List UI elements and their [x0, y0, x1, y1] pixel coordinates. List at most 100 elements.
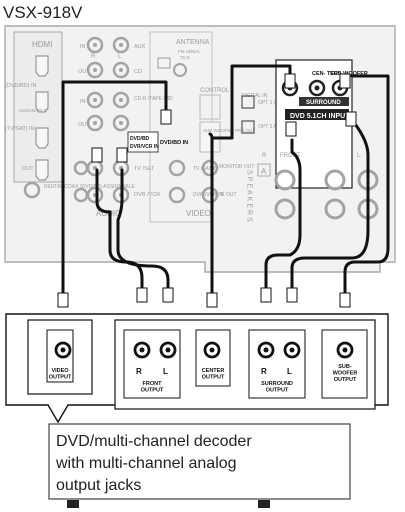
multi-in-title-bg	[285, 109, 349, 120]
output-label-line: WOOFER	[333, 371, 358, 377]
hdmi-port-icon	[35, 159, 49, 181]
speakers-label: SPEAKERS	[246, 170, 253, 224]
rca-plug-icon	[260, 287, 272, 303]
surround-r-cable	[264, 138, 302, 292]
decoder-foot-icon	[67, 500, 79, 508]
video-section-label: VIDEO	[186, 209, 211, 218]
front-l-label: L	[357, 153, 361, 159]
front-output-group	[123, 329, 181, 399]
front-r-cable	[95, 168, 144, 292]
rca-plug-icon	[339, 73, 351, 89]
antenna-label: ANTENNA	[176, 39, 210, 46]
audio-jack-label: CD-R /TAPE /MD	[134, 96, 173, 102]
decoder-callout: DVD/multi-channel decoder with multi-cha…	[48, 423, 351, 508]
subwoofer-output-group	[321, 329, 368, 399]
audio-l-label: L	[118, 54, 122, 60]
front-r-label: R	[262, 153, 267, 159]
optical-port-icon	[241, 95, 255, 109]
r-out-label: R OUT	[221, 192, 237, 198]
audio-input-jack-cores	[93, 43, 123, 197]
audio-jack-label: IN	[80, 44, 86, 50]
audio-jack-label: IN	[80, 99, 86, 105]
callout-line: DVD/multi-channel decoder	[56, 433, 252, 450]
decoder-foot-icon	[258, 500, 270, 508]
surround-l-cable	[290, 118, 370, 292]
surround-l-label: L	[287, 367, 292, 376]
audio-jack-label: AUX	[134, 44, 146, 50]
hdmi-label: HDMI	[32, 40, 52, 49]
surround-output-label-line: SURROUND	[261, 381, 293, 387]
speaker-a-label: A	[261, 167, 267, 176]
audio-jack-label: DVR /VCR	[134, 192, 160, 198]
output-label-line: OUTPUT	[49, 375, 72, 381]
callout-line: output jacks	[56, 477, 141, 494]
rca-plug-icon	[91, 147, 103, 163]
audio-jack-label: TV /SAT	[134, 166, 155, 172]
multi-dvd-label: DVD/BD	[130, 136, 150, 142]
surround-output-group	[248, 329, 306, 399]
rca-plug-icon	[286, 287, 298, 303]
rca-plug-icon	[136, 287, 148, 303]
output-label-line: OUTPUT	[202, 375, 225, 381]
video-jack-label: MONITOR OUT	[219, 164, 254, 170]
dvdbd-in-label: DVD/BD IN	[160, 140, 188, 146]
video-jack-label: DVR /VCR IN	[193, 192, 224, 198]
rca-plug-icon	[116, 147, 128, 163]
front-l-label: L	[163, 367, 168, 376]
callout-line: with multi-channel analog	[55, 455, 237, 472]
rca-plug-icon	[160, 109, 172, 125]
fm-unbal-label: FM UNBAL	[178, 49, 201, 54]
model-label: VSX-918V	[3, 3, 83, 22]
subwoofer-cable	[343, 74, 390, 297]
cables	[61, 64, 390, 297]
surround-in-label: SURROUND	[306, 100, 341, 106]
optical-port-icon	[241, 120, 255, 134]
multi-dvd-label: DVR/VCR IN	[130, 144, 159, 150]
rca-plug-icon	[206, 292, 218, 308]
hdmi-port-icon	[35, 127, 49, 149]
speaker-a-box	[257, 163, 271, 177]
audio-jack-label: CD	[134, 69, 142, 75]
video-cable	[61, 80, 168, 297]
multi-dvd-label-box	[127, 131, 159, 153]
rca-plug-icon	[345, 111, 357, 127]
video-output-label-line: VIDEO	[51, 368, 69, 374]
front-r-label: R	[136, 367, 142, 376]
digital-coax-label: DIGITAL COAX (DVD/BD) ASSIGNABLE	[44, 184, 136, 190]
output-label-line: OUTPUT	[141, 388, 164, 394]
center-output-label-line: CENTER	[202, 368, 225, 374]
output-jack-cores	[60, 347, 348, 353]
hdmi-input-label: (DVD/BD) IN	[5, 83, 37, 89]
front-label: FRONT	[280, 153, 301, 159]
rca-plugs	[57, 73, 357, 308]
fm-antenna-icon	[157, 57, 171, 69]
rca-plug-icon	[285, 121, 297, 137]
sub-preout-label: SUB WOOFER PRE OUT	[203, 128, 255, 133]
hdmi-input-label: OUT	[22, 166, 34, 172]
audio-jack-label: OUT	[78, 69, 90, 75]
audio-jack-label: OUT	[78, 122, 90, 128]
hdmi-input-label: (TV/SAT) IN	[5, 126, 35, 132]
multi-in-title: DVD 5.1CH INPUT	[290, 113, 350, 120]
rca-plug-icon	[57, 292, 69, 308]
am-antenna-jack	[173, 63, 187, 77]
subwoofer-output-label-line: SUB-	[338, 364, 352, 370]
hdmi-ports	[35, 55, 49, 181]
output-jacks	[54, 341, 354, 359]
front-l-cable	[116, 168, 170, 292]
player-output-panel: R L R L	[5, 313, 389, 424]
digital-coax-jack	[23, 181, 41, 199]
extra-audio-jacks	[73, 160, 89, 203]
hdmi-port-icon	[35, 55, 49, 77]
control-label: CONTROL	[200, 88, 230, 94]
rca-plug-icon	[162, 287, 174, 303]
audio-r-label: R	[91, 54, 96, 60]
